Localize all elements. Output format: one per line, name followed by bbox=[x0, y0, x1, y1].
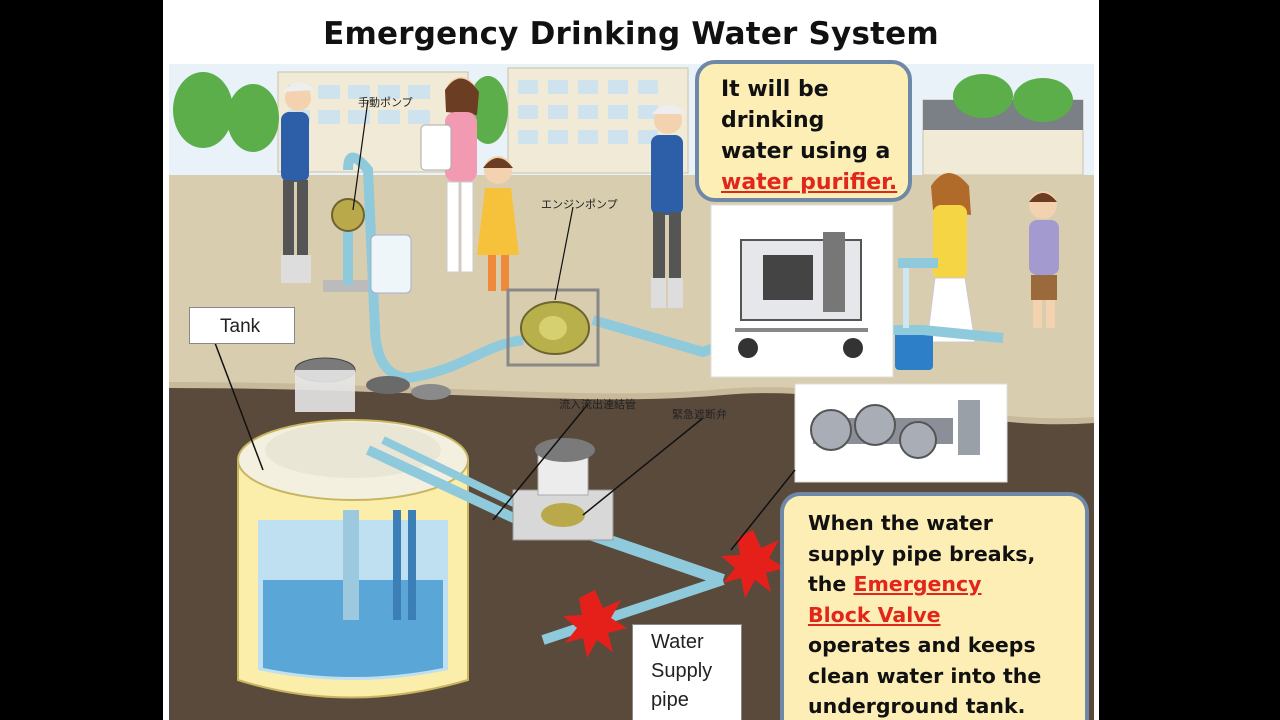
callout-emergency-valve: When the water supply pipe breaks, the E… bbox=[780, 492, 1089, 720]
label-engine-pump: エンジンポンプ bbox=[541, 198, 618, 211]
surface-pipe-engine bbox=[407, 335, 524, 383]
callout-line: When the water bbox=[808, 511, 993, 535]
callout-line: clean water into the bbox=[808, 663, 1042, 688]
callout-line: supply pipe breaks, bbox=[808, 541, 1036, 566]
water-container bbox=[370, 234, 412, 294]
callout-line: underground tank. bbox=[808, 694, 1026, 718]
highlight-block-valve: Block Valve bbox=[808, 602, 941, 627]
label-emergency-valve: 緊急遮断弁 bbox=[672, 408, 727, 421]
callout-water-purifier: It will be drinking water using a water … bbox=[695, 60, 912, 202]
page-title: Emergency Drinking Water System bbox=[323, 16, 939, 52]
person-worker-hand-pump bbox=[281, 82, 315, 283]
person-girl bbox=[477, 156, 519, 291]
water-supply-pipe-label: Water Supply pipe bbox=[632, 624, 742, 720]
person-woman-bucket bbox=[895, 173, 976, 370]
label-line: Supply bbox=[651, 660, 713, 682]
callout-prefix: the bbox=[808, 572, 854, 596]
label-line: Water bbox=[651, 631, 704, 653]
tank-label: Tank bbox=[189, 307, 295, 344]
water-purifier-photo bbox=[710, 204, 894, 378]
callout-line: It will be bbox=[721, 77, 829, 102]
hand-pump bbox=[323, 152, 380, 331]
person-woman-container bbox=[420, 77, 479, 273]
slide: Emergency Drinking Water System It will … bbox=[163, 0, 1099, 720]
valve-chamber bbox=[512, 438, 614, 541]
callout-line: operates and keeps bbox=[808, 633, 1036, 657]
broken-supply-pipe bbox=[541, 575, 725, 645]
engine-pump bbox=[506, 288, 600, 367]
underground-pipe-connection bbox=[365, 445, 521, 525]
label-connection-pipe: 流入流出連結管 bbox=[559, 398, 636, 411]
callout-line: water using a bbox=[721, 139, 891, 164]
highlight-water-purifier: water purifier. bbox=[721, 170, 898, 195]
pipe-burst-icon bbox=[721, 530, 785, 598]
pipe-burst-icon-2 bbox=[563, 590, 627, 658]
person-worker-engine-pump bbox=[651, 104, 686, 308]
background-trees bbox=[173, 72, 1073, 152]
valve-photo bbox=[794, 383, 1008, 483]
callout-line: drinking bbox=[721, 108, 825, 133]
scene-illustration bbox=[163, 0, 1099, 720]
label-line: pipe bbox=[651, 689, 689, 711]
surface-pipe-hand bbox=[370, 324, 409, 383]
faucet bbox=[898, 258, 938, 268]
label-hand-pump: 手動ポンプ bbox=[358, 96, 413, 109]
highlight-emergency: Emergency bbox=[853, 572, 982, 596]
person-boy-drinking bbox=[1029, 191, 1059, 328]
